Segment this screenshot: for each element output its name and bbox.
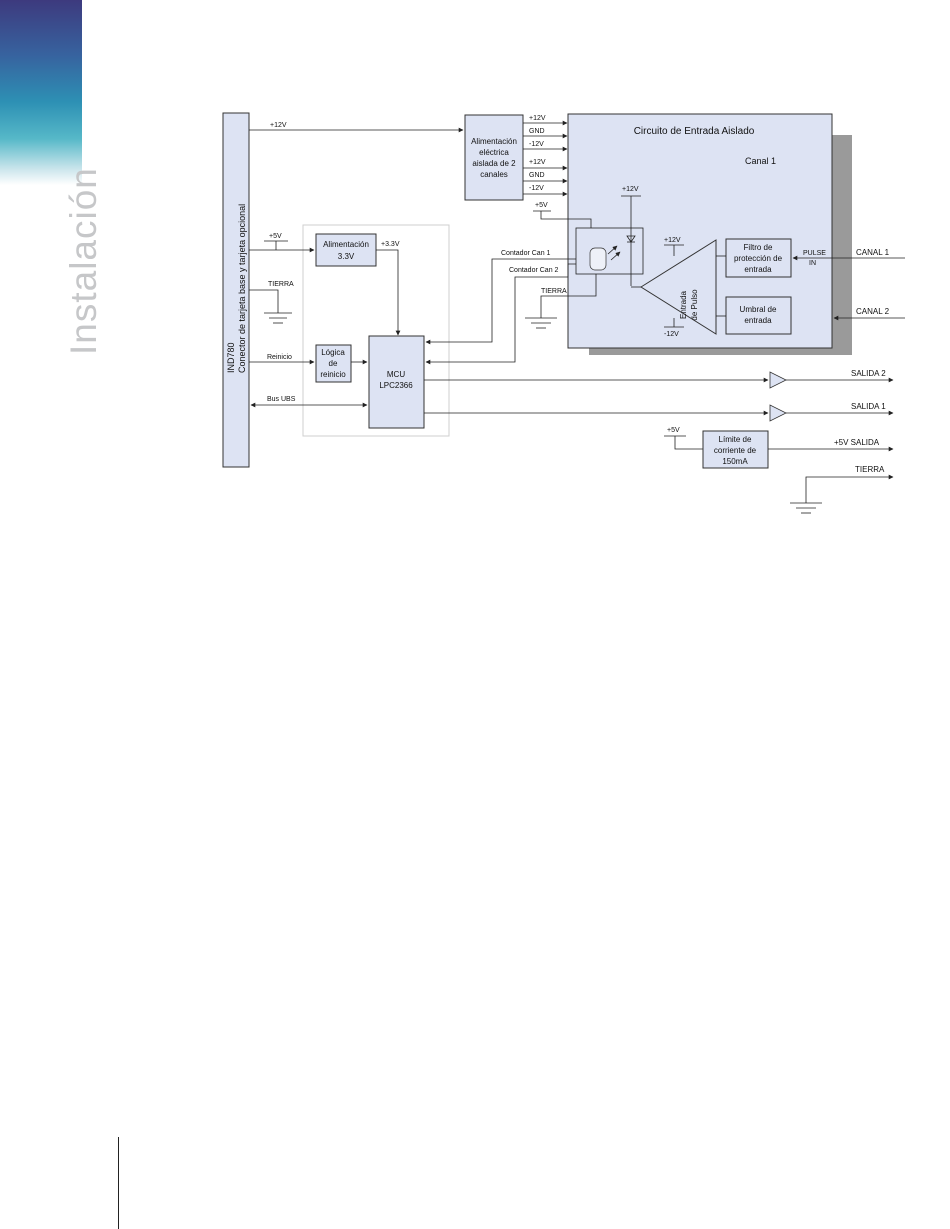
iso-tierra-label: TIERRA bbox=[541, 288, 567, 295]
iso-ground-wire bbox=[540, 274, 597, 318]
optocoupler-led bbox=[589, 247, 607, 271]
label-contador2: Contador Can 2 bbox=[509, 267, 559, 274]
cl-text-1: Límite de bbox=[719, 435, 752, 444]
opto-ray-2 bbox=[610, 251, 621, 261]
iso-5v-label: +5V bbox=[535, 202, 548, 209]
alim33-text-1: Alimentación bbox=[323, 240, 369, 249]
conn-ground-wire bbox=[249, 289, 279, 313]
opto-ray-1 bbox=[607, 245, 618, 255]
mcu-block bbox=[368, 335, 425, 429]
mcu-text-2: LPC2366 bbox=[379, 381, 413, 390]
filter-text-1: Filtro de bbox=[744, 243, 773, 252]
power-supply-block bbox=[464, 114, 524, 201]
sidebar-color-band bbox=[0, 0, 82, 185]
pulse-input-triangle bbox=[640, 239, 717, 335]
ps-out-label-2: GND bbox=[529, 128, 545, 135]
ps-out-label-5: GND bbox=[529, 172, 545, 179]
reset-logic-block bbox=[315, 344, 352, 383]
cl-5v-wire bbox=[674, 436, 703, 450]
power-supply-text-2: eléctrica bbox=[479, 148, 509, 157]
conn-5v-label: +5V bbox=[269, 233, 282, 240]
salida1-label: SALIDA 1 bbox=[851, 402, 886, 411]
ps-out-label-3: -12V bbox=[529, 141, 544, 148]
wire-contador2 bbox=[425, 263, 576, 365]
threshold-text-2: entrada bbox=[744, 316, 772, 325]
buffer-salida1 bbox=[769, 404, 787, 422]
canal2-io-label: CANAL 2 bbox=[856, 307, 890, 316]
alim33-block bbox=[315, 233, 377, 267]
canal1-label: Canal 1 bbox=[745, 156, 776, 166]
salida2-label: SALIDA 2 bbox=[851, 369, 886, 378]
cl-text-3: 150mA bbox=[722, 457, 748, 466]
diode-icon bbox=[626, 235, 636, 243]
filter-text-3: entrada bbox=[744, 265, 772, 274]
label-12v: +12V bbox=[270, 122, 287, 129]
current-limit-block bbox=[702, 430, 769, 469]
ps-out-label-6: -12V bbox=[529, 185, 544, 192]
label-bus: Bus UBS bbox=[267, 396, 296, 403]
footer-rule bbox=[118, 1137, 119, 1229]
ps-out-label-4: +12V bbox=[529, 159, 546, 166]
cl-text-2: corriente de bbox=[714, 446, 757, 455]
iso-12v-label: +12V bbox=[622, 186, 639, 193]
wire-33v bbox=[376, 249, 401, 336]
optocoupler-box bbox=[575, 227, 644, 275]
label-contador1: Contador Can 1 bbox=[501, 250, 551, 257]
pulse-in-label-2: IN bbox=[809, 260, 816, 267]
alim33-text-2: 3.3V bbox=[338, 252, 355, 261]
power-supply-text-4: canales bbox=[480, 170, 508, 179]
filter-text-2: protección de bbox=[734, 254, 783, 263]
iso-5v-wire bbox=[540, 211, 592, 228]
conn-tierra-label: TIERRA bbox=[268, 281, 294, 288]
threshold-block bbox=[725, 296, 792, 335]
ps-out-label-1: +12V bbox=[529, 115, 546, 122]
pulse-in-label-1: PULSE bbox=[803, 250, 826, 257]
connector-label-1: IND780 bbox=[226, 342, 236, 373]
reset-text-3: reinicio bbox=[320, 370, 346, 379]
wire-tierra-out bbox=[805, 474, 894, 503]
pulse-input-text-1: Entrada bbox=[679, 290, 688, 319]
wire-contador1 bbox=[425, 258, 576, 345]
pulse-input-text-2: de Pulso bbox=[690, 289, 699, 321]
isolated-circuit-title: Circuito de Entrada Aislado bbox=[634, 126, 755, 137]
filter-block bbox=[725, 238, 792, 278]
tierra-out-label: TIERRA bbox=[855, 465, 885, 474]
power-supply-text-3: aislada de 2 bbox=[472, 159, 516, 168]
power-supply-text-1: Alimentación bbox=[471, 137, 517, 146]
mcu-text-1: MCU bbox=[387, 370, 405, 379]
reset-text-2: de bbox=[329, 359, 338, 368]
tri-m12v-label: -12V bbox=[664, 331, 679, 338]
mcu-group-box bbox=[302, 224, 450, 437]
plus5v-salida-label: +5V SALIDA bbox=[834, 438, 880, 447]
connector-bar bbox=[222, 112, 250, 468]
label-reinicio: Reinicio bbox=[267, 354, 292, 361]
reset-text-1: Lógica bbox=[321, 348, 345, 357]
label-33v: +3.3V bbox=[381, 241, 400, 248]
tri-12v-label: +12V bbox=[664, 237, 681, 244]
canal1-io-label: CANAL 1 bbox=[856, 248, 890, 257]
connector-label-2: Conector de tarjeta base y tarjeta opcio… bbox=[237, 204, 247, 373]
cl-5v-label: +5V bbox=[667, 427, 680, 434]
threshold-text-1: Umbral de bbox=[740, 305, 777, 314]
buffer-salida2 bbox=[769, 371, 787, 389]
